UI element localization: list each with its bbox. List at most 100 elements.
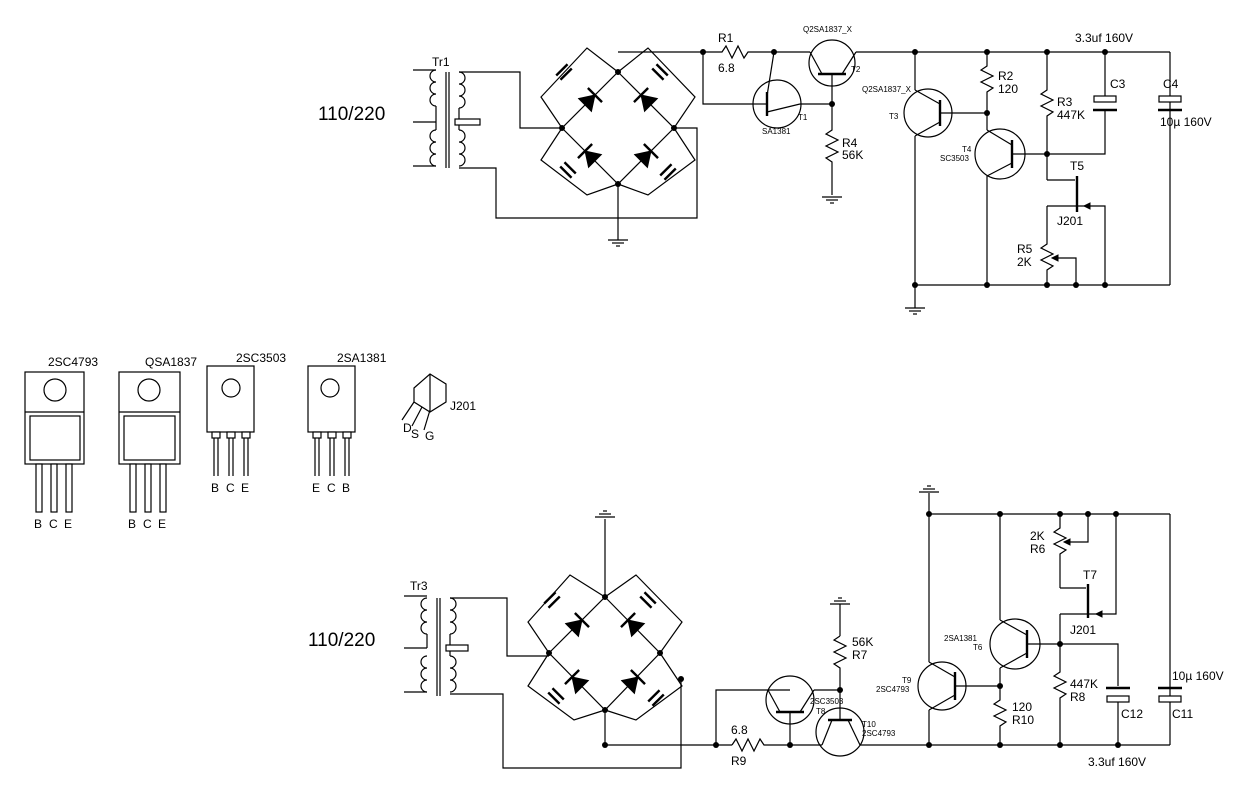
svg-text:T7: T7 bbox=[1083, 568, 1097, 582]
transistor-t6: 2SA1381 T6 bbox=[944, 514, 1060, 670]
resistor-r3: R3 447K bbox=[1039, 52, 1085, 157]
svg-text:E: E bbox=[158, 517, 166, 531]
svg-text:T10: T10 bbox=[862, 720, 876, 729]
svg-text:2SA1381: 2SA1381 bbox=[337, 351, 387, 365]
transistor-t9: T9 2SC4793 bbox=[876, 514, 1000, 748]
svg-text:J201: J201 bbox=[1070, 623, 1096, 637]
svg-text:E: E bbox=[64, 517, 72, 531]
svg-text:2SC4793: 2SC4793 bbox=[862, 729, 896, 738]
tr1-label: Tr1 bbox=[432, 55, 450, 69]
resistor-r9: 6.8 R9 bbox=[602, 689, 793, 768]
svg-text:2SC3503: 2SC3503 bbox=[810, 697, 844, 706]
package-qsa1837: QSA1837 B C E bbox=[118, 355, 197, 531]
resistor-r7: 56K R7 bbox=[829, 597, 873, 693]
svg-text:R5: R5 bbox=[1017, 242, 1033, 256]
svg-text:T1: T1 bbox=[798, 113, 808, 122]
svg-text:447K: 447K bbox=[1070, 677, 1098, 691]
capacitor-c3: C3 bbox=[1047, 52, 1126, 155]
package-2sc3503: 2SC3503 B C E bbox=[206, 351, 286, 495]
transistor-t1: SA1381 T1 bbox=[752, 51, 835, 136]
package-2sc4793: 2SC4793 B C E bbox=[24, 355, 98, 531]
svg-text:R4: R4 bbox=[842, 136, 858, 150]
svg-text:J201: J201 bbox=[450, 399, 476, 413]
svg-text:C: C bbox=[143, 517, 152, 531]
resistor-r6: 2K R6 bbox=[1030, 514, 1089, 588]
svg-text:447K: 447K bbox=[1057, 108, 1085, 122]
jfet-t7: T7 J201 bbox=[1059, 514, 1117, 644]
regulator-section-bottom: T9 2SC4793 2SA1381 T6 120 R10 447K bbox=[876, 485, 1224, 769]
tr3-label: Tr3 bbox=[410, 579, 428, 593]
package-legend: 2SC4793 B C E QSA1837 B C E 2SC3503 bbox=[24, 351, 476, 531]
svg-text:T8: T8 bbox=[816, 707, 826, 716]
package-j201: J201 D S G bbox=[401, 373, 476, 443]
svg-text:T2: T2 bbox=[851, 65, 861, 74]
svg-text:2SC3503: 2SC3503 bbox=[236, 351, 286, 365]
mains-label-bottom: 110/220 bbox=[308, 630, 375, 651]
svg-text:120: 120 bbox=[1012, 700, 1032, 714]
capacitor-c4: C4 10µ 160V bbox=[1158, 77, 1212, 129]
svg-text:D: D bbox=[403, 421, 412, 435]
svg-text:6.8: 6.8 bbox=[731, 723, 748, 737]
svg-text:10µ 160V: 10µ 160V bbox=[1160, 115, 1212, 129]
svg-text:R9: R9 bbox=[731, 754, 747, 768]
transformer-tr3: 110/220 Tr3 bbox=[308, 579, 682, 769]
capacitor-c11: C11 10µ 160V bbox=[1158, 669, 1224, 721]
transistor-t2: Q2SA1837_X T2 bbox=[774, 25, 1170, 104]
svg-text:SA1381: SA1381 bbox=[762, 127, 791, 136]
resistor-r1: R1 6.8 bbox=[618, 31, 777, 105]
svg-text:3.3uf 160V: 3.3uf 160V bbox=[1075, 31, 1133, 45]
svg-text:120: 120 bbox=[998, 82, 1018, 96]
resistor-r10: 120 R10 bbox=[992, 668, 1034, 748]
svg-text:3.3uf 160V: 3.3uf 160V bbox=[1088, 755, 1146, 769]
svg-text:C4: C4 bbox=[1163, 77, 1179, 91]
svg-text:56K: 56K bbox=[842, 148, 863, 162]
svg-text:10µ 160V: 10µ 160V bbox=[1172, 669, 1224, 683]
svg-text:T6: T6 bbox=[973, 643, 983, 652]
svg-text:2SC4793: 2SC4793 bbox=[876, 685, 910, 694]
svg-text:G: G bbox=[425, 429, 434, 443]
svg-text:C3: C3 bbox=[1110, 77, 1126, 91]
mains-label-top: 110/220 bbox=[318, 104, 385, 125]
svg-text:S: S bbox=[411, 427, 419, 441]
svg-text:E: E bbox=[312, 481, 320, 495]
svg-text:2K: 2K bbox=[1017, 255, 1032, 269]
svg-text:R2: R2 bbox=[998, 69, 1014, 83]
svg-text:J201: J201 bbox=[1057, 214, 1083, 228]
bridge-rectifier-bottom bbox=[527, 510, 684, 745]
bridge-rectifier-top bbox=[540, 47, 696, 247]
svg-text:2SA1381: 2SA1381 bbox=[944, 634, 977, 643]
svg-text:Q2SA1837_X: Q2SA1837_X bbox=[862, 85, 912, 94]
svg-text:R7: R7 bbox=[852, 648, 868, 662]
transistor-t3: Q2SA1837_X T3 bbox=[862, 52, 987, 285]
svg-text:R1: R1 bbox=[718, 31, 734, 45]
svg-text:C11: C11 bbox=[1172, 707, 1193, 721]
svg-text:B: B bbox=[128, 517, 136, 531]
svg-text:T9: T9 bbox=[902, 676, 912, 685]
svg-text:E: E bbox=[241, 481, 249, 495]
svg-text:6.8: 6.8 bbox=[718, 61, 735, 75]
svg-text:T3: T3 bbox=[889, 112, 899, 121]
svg-text:T4: T4 bbox=[962, 145, 972, 154]
jfet-t5: T5 J201 bbox=[1046, 154, 1106, 285]
resistor-r2: R2 120 bbox=[979, 52, 1018, 130]
resistor-r4: R4 56K bbox=[821, 104, 863, 204]
svg-text:2K: 2K bbox=[1030, 529, 1045, 543]
bottom-circuit: 110/220 Tr3 bbox=[308, 485, 1224, 769]
svg-text:T5: T5 bbox=[1070, 159, 1084, 173]
svg-text:B: B bbox=[211, 481, 219, 495]
svg-text:C: C bbox=[327, 481, 336, 495]
svg-text:C12: C12 bbox=[1121, 707, 1143, 721]
svg-text:2SC4793: 2SC4793 bbox=[48, 355, 98, 369]
svg-text:R3: R3 bbox=[1057, 95, 1073, 109]
svg-text:R8: R8 bbox=[1070, 690, 1086, 704]
svg-text:R6: R6 bbox=[1030, 542, 1046, 556]
svg-text:C: C bbox=[49, 517, 58, 531]
capacitor-c12: C12 3.3uf 160V bbox=[1060, 643, 1146, 769]
svg-text:56K: 56K bbox=[852, 635, 873, 649]
svg-text:R10: R10 bbox=[1012, 713, 1034, 727]
svg-text:SC3503: SC3503 bbox=[940, 154, 969, 163]
svg-text:Q2SA1837_X: Q2SA1837_X bbox=[803, 25, 853, 34]
svg-text:QSA1837: QSA1837 bbox=[145, 355, 197, 369]
transistor-t8: 2SC3503 T8 bbox=[765, 675, 844, 745]
